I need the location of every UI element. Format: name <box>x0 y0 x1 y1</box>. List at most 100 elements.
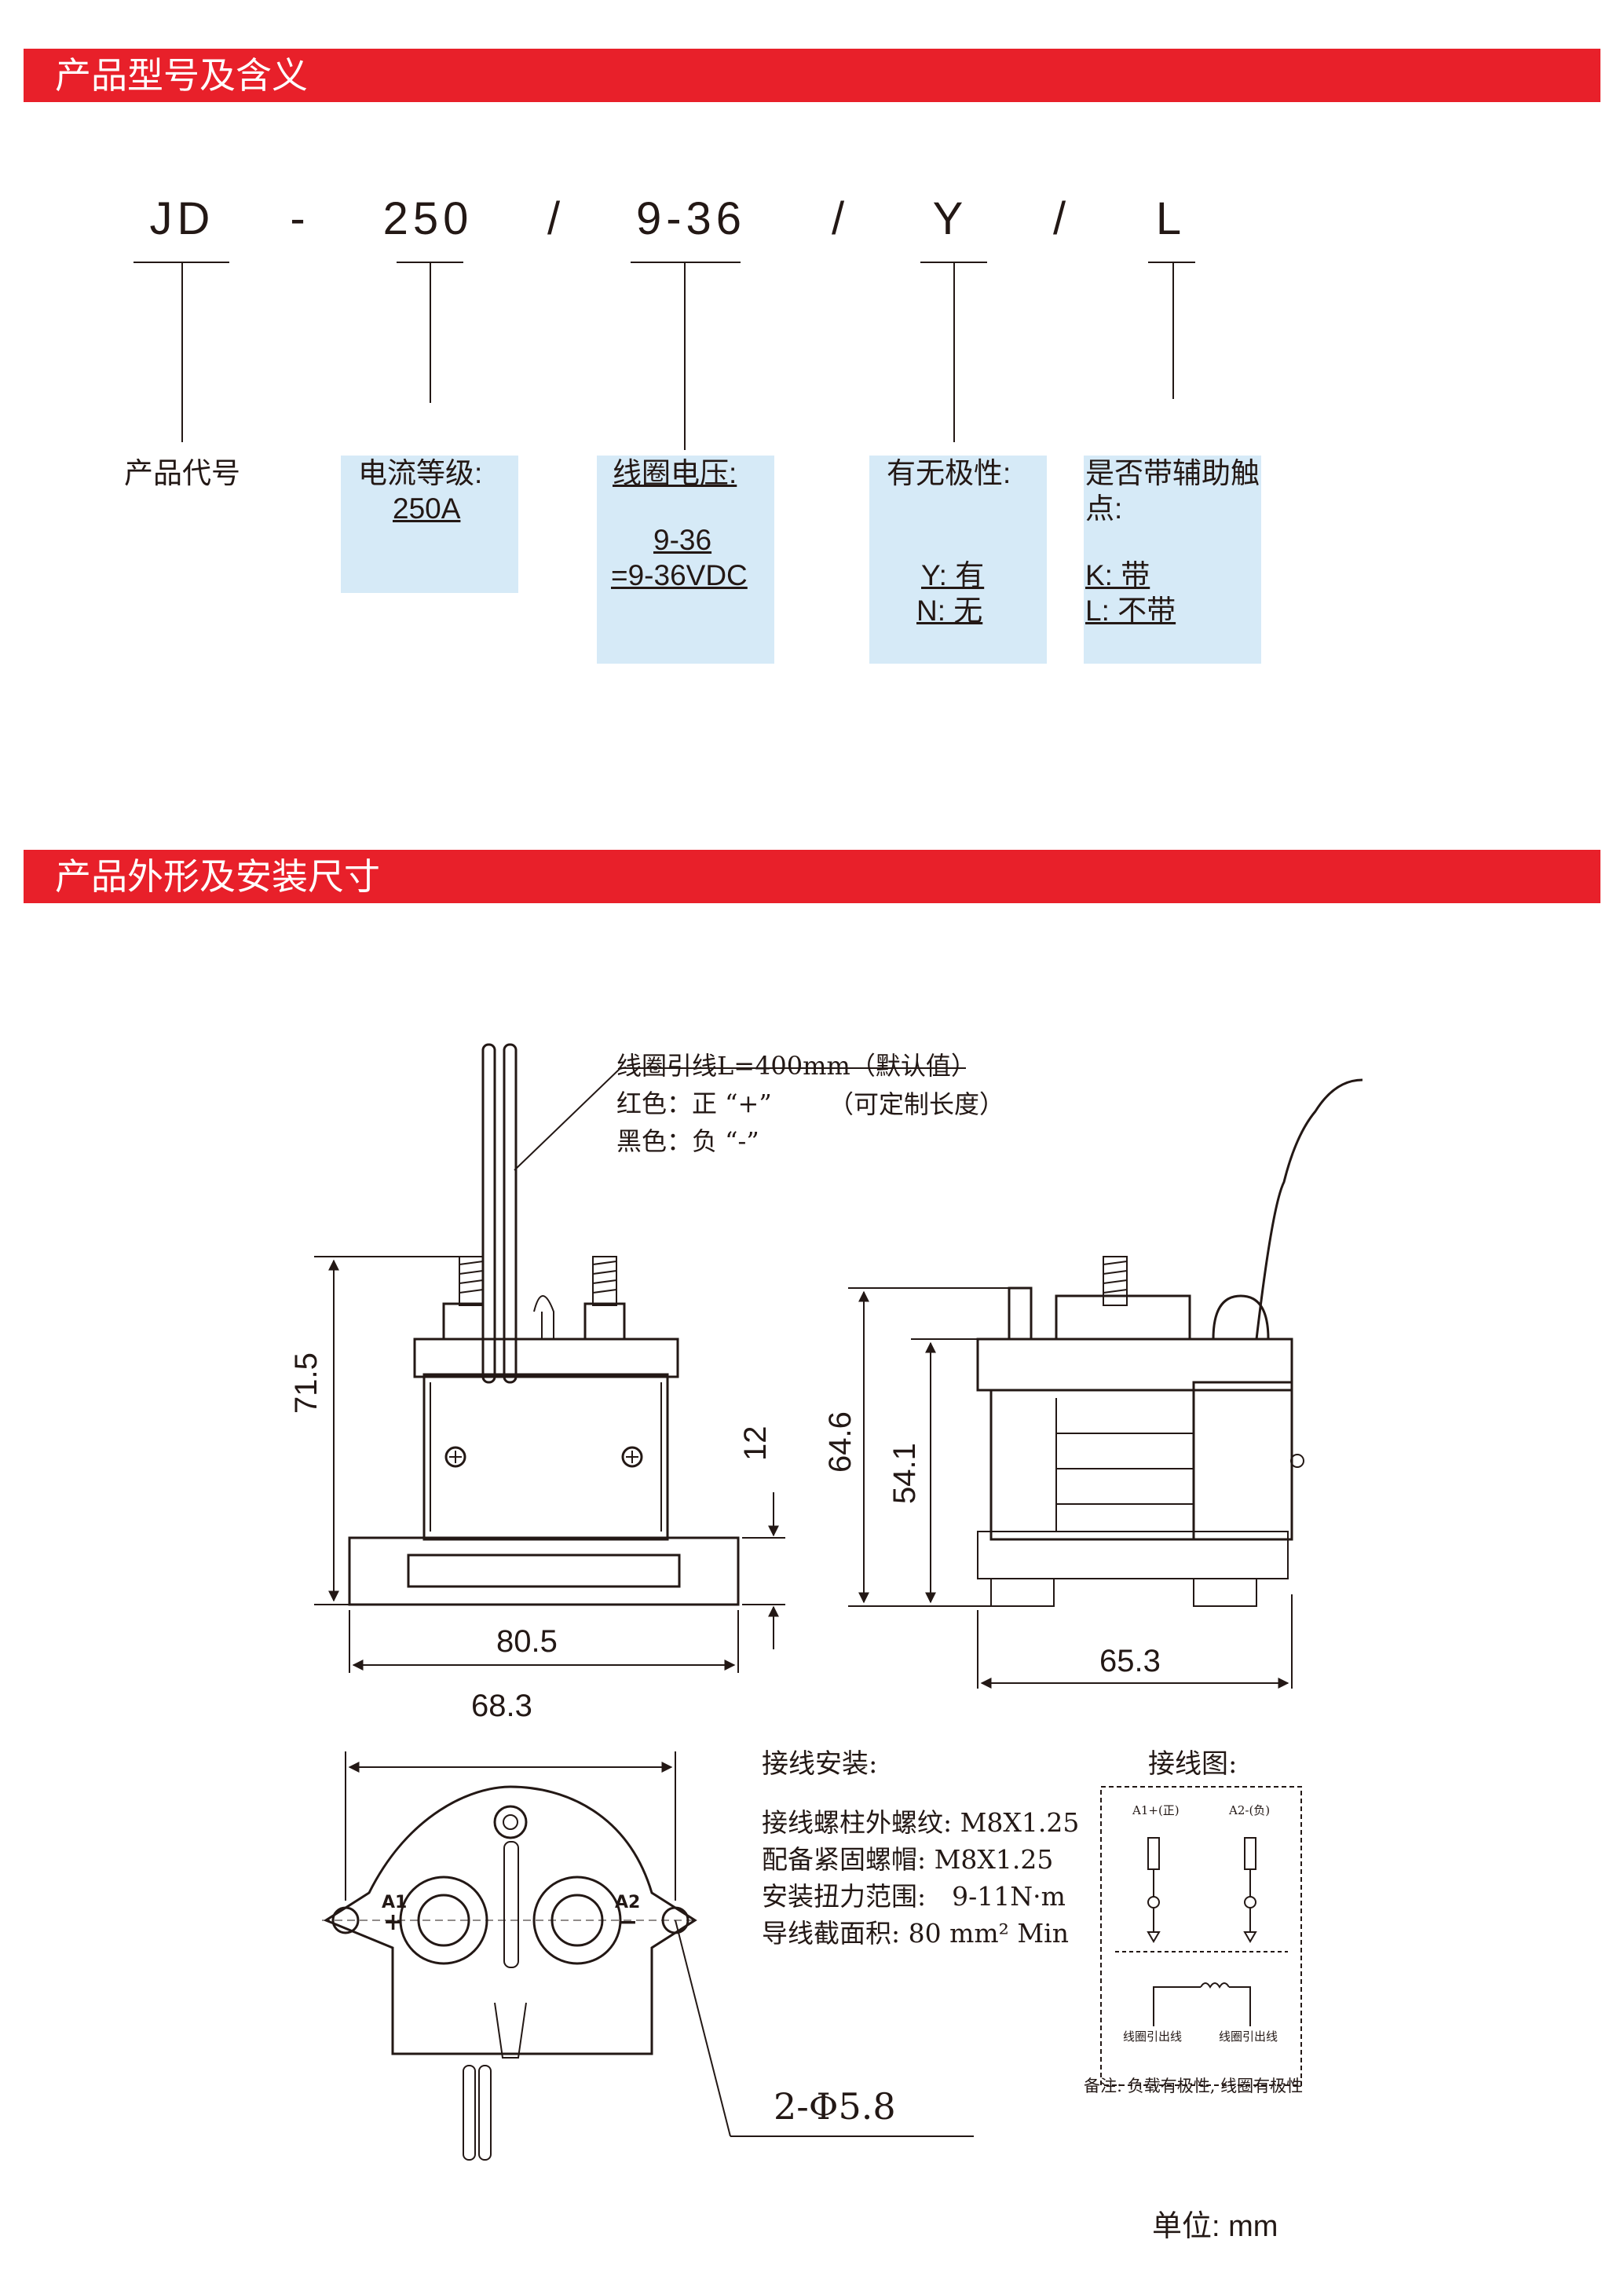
terminal-a2-minus: − <box>618 1909 638 1936</box>
wiring-a2: A2-(负) <box>1229 1803 1271 1817</box>
front-body <box>422 1373 669 1541</box>
wiring-diagram <box>1100 1786 1302 2086</box>
install-line3: 安装扭力范围: 9-11N·m <box>762 1881 1066 1912</box>
wiring-coil-out-2: 线圈引出线 <box>1219 2029 1278 2044</box>
code-part-slash-2: / <box>831 193 850 244</box>
lead-note-line1: 线圈引线L=400mm（默认值） <box>616 1051 976 1081</box>
current-label: 电流等级: <box>358 457 483 489</box>
bottom-housing <box>323 1785 697 2055</box>
side-body <box>989 1389 1195 1541</box>
meaning-aux-contact: 是否带辅助触 点: K: 带 L: 不带 <box>1084 456 1261 664</box>
section-title-model: 产品型号及含义 <box>55 54 308 97</box>
wiring-a1: A1+(正) <box>1132 1803 1180 1817</box>
side-post-base <box>1055 1294 1191 1341</box>
coil-wire-1 <box>481 1043 496 1384</box>
front-flange <box>348 1536 740 1606</box>
install-title: 接线安装: <box>762 1748 878 1780</box>
screw <box>621 1446 643 1468</box>
code-underline <box>631 262 741 263</box>
coil-value1: 9-36 <box>653 524 712 556</box>
code-part-slash-3: / <box>1052 193 1071 244</box>
lead-note-leader <box>514 1067 966 1171</box>
polarity-n: N: 无 <box>916 595 983 627</box>
section-banner-model: 产品型号及含义 <box>24 49 1600 102</box>
terminal-a1-outer <box>399 1876 488 1965</box>
dim-side-width: 65.3 <box>1099 1644 1161 1678</box>
code-part-jd: JD <box>149 193 215 244</box>
install-line4: 导线截面积: 80 mm² Min <box>762 1918 1069 1949</box>
wiring-title: 接线图: <box>1148 1748 1238 1780</box>
wiring-note: 备注: 负载有极性, 线圈有极性 <box>1084 2077 1304 2095</box>
leader-line <box>181 262 183 442</box>
product-code-label: 产品代号 <box>124 457 240 489</box>
coil-value2: =9-36VDC <box>611 559 748 591</box>
front-flange-plate <box>407 1554 681 1588</box>
front-view <box>314 1043 966 1673</box>
lead-note-line4: 黑色：负 “-” <box>616 1126 759 1156</box>
side-terminal <box>1008 1286 1033 1341</box>
lead-note-custom: （可定制长度） <box>828 1089 1005 1119</box>
terminal-a2-outer <box>532 1876 622 1965</box>
terminal-a1-plus: + <box>383 1909 404 1936</box>
code-part-250: 250 <box>382 193 474 244</box>
side-base <box>977 1531 1289 1579</box>
polarity-y: Y: 有 <box>921 559 985 591</box>
side-view <box>848 1078 1363 1689</box>
meaning-polarity: 有无极性: Y: 有 N: 无 <box>869 456 1047 664</box>
mount-hole-left <box>331 1906 360 1934</box>
terminal-a2-label: A2 <box>615 1893 641 1912</box>
stud-thread-right <box>592 1256 617 1306</box>
code-part-y: Y <box>932 193 968 244</box>
side-coil-box <box>1192 1381 1293 1541</box>
aux-l: L: 不带 <box>1085 595 1176 627</box>
side-stud-thread <box>1103 1256 1128 1306</box>
dimension-drawing <box>314 1043 1363 2161</box>
terminal-a1-inner <box>417 1894 470 1947</box>
terminal-a1-label: A1 <box>382 1893 408 1912</box>
leader-line <box>684 262 686 450</box>
code-part-9-36: 9-36 <box>635 193 747 244</box>
bottom-view <box>322 1751 974 2161</box>
code-underline <box>1148 262 1195 263</box>
aux-k: K: 带 <box>1085 559 1150 591</box>
section-banner-dimensions: 产品外形及安装尺寸 <box>24 850 1600 903</box>
install-line2: 配备紧固螺帽: M8X1.25 <box>762 1844 1054 1875</box>
polarity-label: 有无极性: <box>887 457 1011 489</box>
coil-wire-2 <box>503 1043 518 1384</box>
leader-line <box>1172 262 1174 399</box>
meaning-current: 电流等级: 250A <box>341 456 518 593</box>
dim-mount: 68.3 <box>471 1689 532 1723</box>
dim-side-height: 64.6 <box>823 1411 858 1473</box>
lead-note: 线圈引线L=400mm（默认值） 红色：正 “+” 黑色：负 “-” <box>616 1047 976 1160</box>
section-title-dimensions: 产品外形及安装尺寸 <box>55 855 380 898</box>
front-cap <box>413 1338 679 1378</box>
unit-label: 单位: mm <box>1152 2210 1278 2243</box>
code-part-dash: - <box>290 193 310 244</box>
terminal-a2-inner <box>550 1894 604 1947</box>
code-part-l: L <box>1155 193 1187 244</box>
coil-label: 线圈电压: <box>613 457 737 489</box>
aux-label-1: 是否带辅助触 <box>1085 457 1260 489</box>
lead-note-line2: 红色：正 “+” <box>616 1089 772 1118</box>
screw <box>444 1446 466 1468</box>
aux-lug <box>533 1295 554 1339</box>
dim-width: 80.5 <box>496 1624 558 1659</box>
install-specs: 接线螺柱外螺纹: M8X1.25 配备紧固螺帽: M8X1.25 安装扭力范围:… <box>762 1804 1079 1952</box>
dim-side-body: 54.1 <box>887 1443 922 1504</box>
code-part-slash-1: / <box>547 193 565 244</box>
install-line1: 接线螺柱外螺纹: M8X1.25 <box>762 1807 1080 1838</box>
wiring-coil-out-1: 线圈引出线 <box>1123 2029 1183 2044</box>
wiring-frame <box>1100 1786 1302 2086</box>
meaning-product-code: 产品代号 <box>118 456 251 503</box>
aux-label-2: 点: <box>1085 492 1123 525</box>
dim-flange: 12 <box>738 1425 773 1462</box>
center-post <box>493 1805 528 1839</box>
side-coil-wire <box>1255 1078 1363 1340</box>
leader-line <box>430 262 431 403</box>
front-post-base-right <box>583 1302 626 1341</box>
meaning-coil: 线圈电压: 9-36 =9-36VDC <box>597 456 774 664</box>
current-value: 250A <box>393 492 461 525</box>
hole-spec: 2-Φ5.8 <box>774 2085 896 2128</box>
stud-thread-left <box>459 1256 484 1306</box>
dim-height: 71.5 <box>289 1352 324 1414</box>
